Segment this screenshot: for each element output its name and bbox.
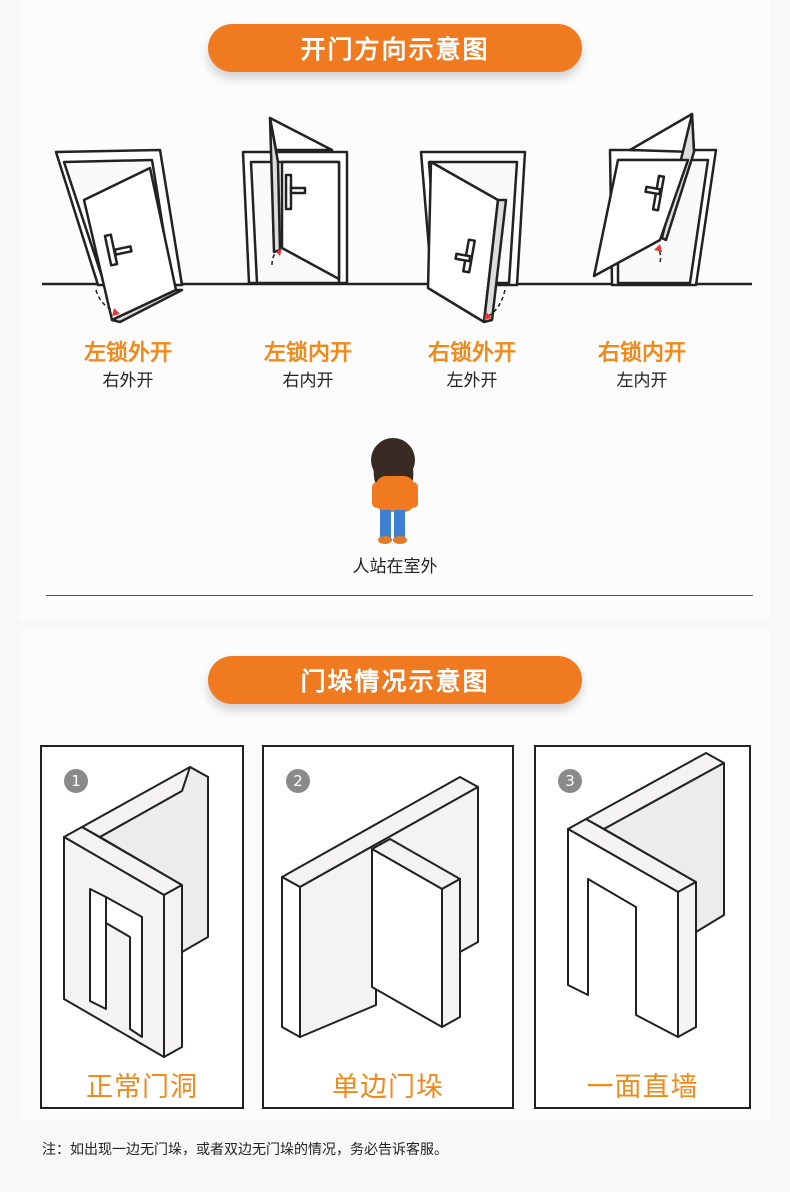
frame-caption: 正常门洞: [86, 1072, 198, 1103]
door-label-4: 右锁内开 左内开: [572, 340, 712, 394]
swing-arrow: [112, 308, 120, 316]
footer-note: 注：如出现一边无门垛，或者双边无门垛的情况，务必告诉客服。: [42, 1142, 448, 1158]
section-divider: [46, 595, 753, 596]
frame-title: 门垛情况示意图: [208, 656, 582, 704]
door-label-3: 右锁外开 左外开: [402, 340, 542, 394]
swing-arc: [271, 249, 279, 266]
door-label-primary: 右锁外开: [427, 341, 516, 366]
person-caption: 人站在室外: [352, 557, 438, 577]
door-label-secondary: 左外开: [446, 371, 498, 391]
number-badge: 3: [558, 769, 582, 793]
number-badge: 2: [286, 769, 310, 793]
door-label-secondary: 右内开: [282, 371, 334, 391]
door-label-primary: 左锁内开: [263, 341, 352, 366]
door-label-primary: 左锁外开: [83, 341, 172, 366]
normal-opening-icon: [63, 766, 209, 1058]
door-label-secondary: 左内开: [616, 371, 668, 391]
swing-arrow: [276, 248, 282, 256]
number-badge: 1: [64, 769, 88, 793]
person-icon: [371, 438, 418, 544]
door-direction-title: 开门方向示意图: [208, 24, 582, 72]
door-label-2: 左锁内开 右内开: [238, 340, 378, 394]
door-right-lock-inward: [592, 112, 718, 287]
door-label-primary: 右锁内开: [597, 341, 686, 366]
door-left-lock-inward: [241, 116, 349, 285]
frame-caption: 一面直墙: [586, 1072, 699, 1103]
swing-arrow: [484, 312, 492, 320]
swing-arc: [487, 289, 506, 317]
door-label-1: 左锁外开 右外开: [58, 340, 198, 394]
frame-box-straight-wall: 3 一面直墙: [534, 745, 751, 1109]
door-right-lock-outward: [419, 150, 527, 324]
frame-box-single-side: 2 单边门垛: [262, 745, 514, 1109]
swing-arrow: [654, 244, 662, 252]
swing-arc: [657, 247, 662, 263]
frame-caption: 单边门垛: [332, 1072, 444, 1103]
door-direction-diagram: [42, 112, 752, 324]
frame-box-normal: 1 正常门洞: [40, 745, 244, 1109]
door-label-secondary: 右外开: [102, 371, 154, 391]
door-left-lock-outward: [54, 148, 184, 324]
straight-wall-icon: [567, 752, 725, 1038]
single-side-icon: [281, 776, 479, 1038]
